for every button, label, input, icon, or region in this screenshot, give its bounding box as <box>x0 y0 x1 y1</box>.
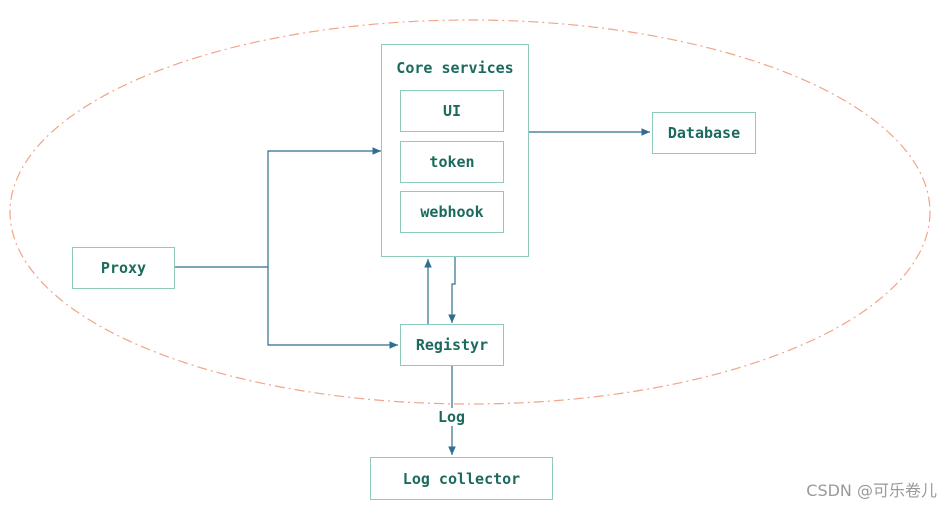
log-edge-label: Log <box>436 408 468 426</box>
registry-node: Registyr <box>400 324 504 366</box>
watermark-text: CSDN @可乐卷儿 <box>806 481 937 500</box>
core-services-container: Core services <box>381 44 529 257</box>
edge-proxy-to-registry <box>267 267 398 349</box>
system-boundary-ellipse <box>9 19 931 405</box>
log-collector-node: Log collector <box>370 457 553 500</box>
ui-node: UI <box>400 90 504 132</box>
webhook-node: webhook <box>400 191 504 233</box>
edge-proxy-to-core <box>174 147 381 268</box>
database-node: Database <box>652 112 756 154</box>
proxy-node: Proxy <box>72 247 175 289</box>
core-services-title: Core services <box>396 59 514 77</box>
token-node: token <box>400 141 504 183</box>
edge-core-to-registry <box>448 256 456 323</box>
